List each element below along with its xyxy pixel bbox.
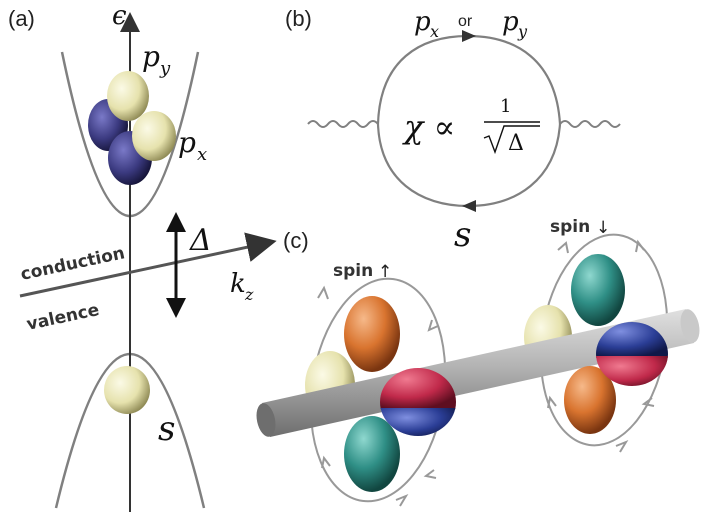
svg-text:y: y: [517, 22, 528, 41]
photon-line-left: [307, 120, 379, 128]
lobe-left-top-orange: [344, 296, 400, 372]
svg-text:y: y: [159, 58, 171, 79]
svg-text:p: p: [142, 40, 160, 73]
valence-label: valence: [25, 300, 101, 335]
svg-text:Δ: Δ: [508, 131, 524, 156]
lobe-right-bottom-orange: [564, 366, 616, 434]
susceptibility-formula: χ ∝ 1 Δ: [402, 96, 540, 156]
svg-text:↑: ↑: [378, 262, 392, 282]
svg-text:z: z: [244, 285, 254, 304]
panel-c-tag: (c): [283, 228, 309, 253]
spin-down-label: spin ↓: [550, 217, 610, 238]
kz-axis: [19, 232, 277, 298]
propagator-top-arrow: [462, 30, 476, 42]
gap-arrow-head-down: [166, 298, 186, 318]
py-lobe-right: [132, 111, 176, 161]
svg-text:1: 1: [500, 96, 511, 117]
svg-text:spin: spin: [333, 261, 373, 281]
svg-text:k: k: [230, 269, 246, 299]
lobe-left-bottom-teal: [344, 416, 400, 492]
s-orbital-valence: [104, 366, 150, 414]
conduction-label: conduction: [19, 243, 127, 285]
svg-text:χ ∝: χ ∝: [402, 108, 455, 146]
orbit-arrows: [317, 239, 655, 507]
svg-text:p: p: [502, 7, 519, 37]
svg-text:or: or: [458, 13, 473, 30]
svg-text:p: p: [414, 7, 431, 37]
svg-text:x: x: [430, 22, 439, 41]
panel-a-tag: (a): [8, 6, 35, 31]
energy-axis-label: ϵ: [112, 1, 127, 31]
s-label-a: s: [158, 409, 175, 449]
svg-text:p: p: [178, 126, 196, 159]
s-label-b: s: [454, 215, 471, 255]
spin-up-label: spin ↑: [333, 261, 392, 282]
propagator-bottom-arrow: [462, 200, 476, 212]
panel-b-tag: (b): [285, 6, 312, 31]
svg-text:spin: spin: [550, 217, 590, 237]
loop-top-label: p x or p y: [414, 7, 528, 41]
svg-text:↓: ↓: [596, 218, 610, 238]
py-label: p y: [142, 40, 171, 79]
py-lobe-top: [107, 71, 149, 121]
p-orbital-conduction: [88, 71, 176, 185]
nanowire-rod: [256, 309, 700, 437]
svg-text:x: x: [197, 144, 207, 165]
lobe-right-top-teal: [571, 254, 625, 326]
gap-arrow-head-up: [166, 212, 186, 232]
photon-line-right: [559, 120, 621, 128]
gap-label: Δ: [189, 223, 212, 258]
kz-axis-label: k z: [230, 269, 254, 304]
px-label: p x: [178, 126, 207, 165]
